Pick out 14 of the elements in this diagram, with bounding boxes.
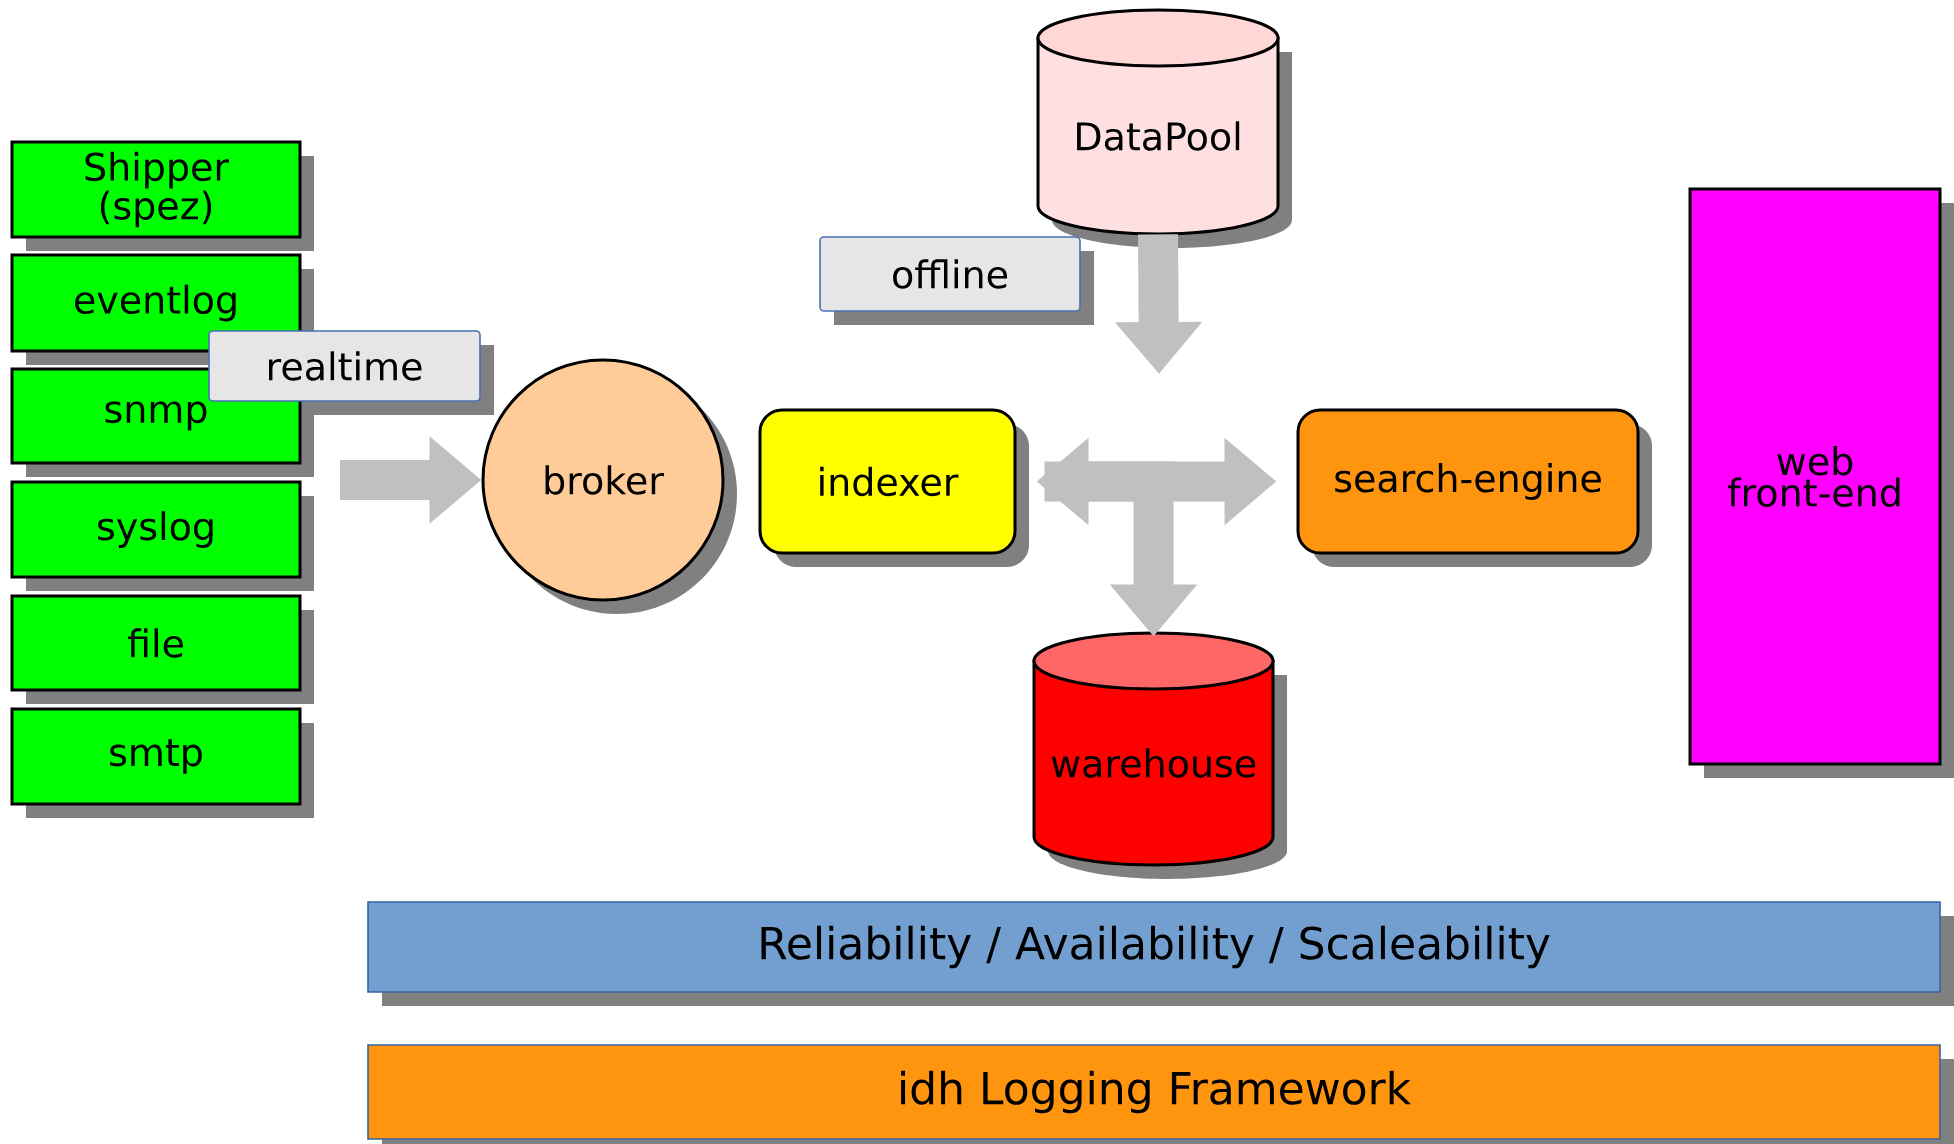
process-box: web front-end bbox=[1688, 187, 1942, 766]
database-cylinder: warehouse bbox=[1032, 631, 1275, 867]
scroll-label: realtime bbox=[208, 330, 481, 402]
process-box: smtp bbox=[10, 707, 302, 806]
layer-band: idh Logging Framework bbox=[367, 1044, 1941, 1140]
process-box: eventlog bbox=[10, 253, 302, 353]
layer-band: Reliability / Availability / Scaleability bbox=[367, 901, 1941, 993]
process-box: search-engine bbox=[1296, 408, 1640, 555]
process-box: syslog bbox=[10, 480, 302, 579]
process-box: file bbox=[10, 594, 302, 692]
process-box: indexer bbox=[758, 408, 1017, 555]
process-box: Shipper (spez) bbox=[10, 140, 302, 239]
scroll-label: offline bbox=[819, 236, 1081, 312]
database-cylinder: DataPool bbox=[1036, 8, 1280, 236]
